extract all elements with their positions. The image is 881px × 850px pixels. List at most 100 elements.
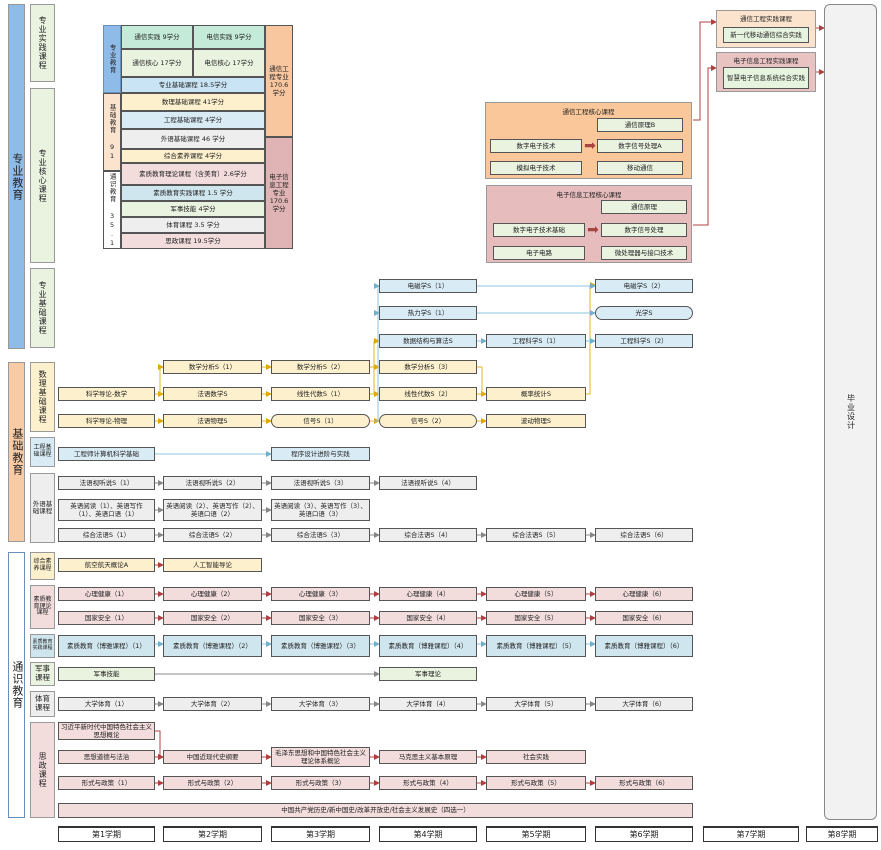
course-zhfy4[interactable]: 综合法语S（4）: [379, 528, 477, 542]
course-yy3[interactable]: 英语阅读（3）、英语写作（3）、英语口语（3）: [271, 499, 370, 521]
course-kxdl-wl[interactable]: 科学导论-物理: [58, 414, 155, 428]
course-fywl[interactable]: 法语物理S: [163, 414, 262, 428]
course-syjy3[interactable]: 素质教育（博雅课程）（3）: [271, 635, 370, 657]
summary-gcjc: 工程基础课程 4学分: [121, 111, 265, 129]
course-dangshi[interactable]: 中国共产党历史/新中国史/改革开放史/社会主义发展史（四选一）: [58, 803, 693, 818]
course-ftst3[interactable]: 法语视听说S（3）: [271, 476, 370, 490]
course-mks[interactable]: 马克思主义基本原理: [379, 750, 477, 764]
summary-zhsy: 综合素养课程 4学分: [121, 149, 265, 163]
course-sxfx2[interactable]: 数学分析S（2）: [271, 360, 370, 374]
course-yy1[interactable]: 英语阅读（1）、英语写作（1）、英语口语（1）: [58, 499, 155, 521]
tx-core-shuzidianzi[interactable]: 数字电子技术: [490, 139, 582, 153]
course-ftst2[interactable]: 法语视听说S（2）: [163, 476, 262, 490]
course-syjy6[interactable]: 素质教育（博雅课程）（6）: [595, 635, 693, 657]
course-syjy2[interactable]: 素质教育（博雅课程）（2）: [163, 635, 262, 657]
course-zhfy1[interactable]: 综合法语S（1）: [58, 528, 155, 542]
biye-sheji[interactable]: 毕业设计: [824, 4, 877, 820]
course-xszc5[interactable]: 形式与政策（5）: [486, 776, 586, 790]
summary-txgc-total: 通信工程专业 170.6学分: [265, 25, 293, 137]
course-zhfy6[interactable]: 综合法语S（6）: [595, 528, 693, 542]
course-hkht[interactable]: 航空航天概论A: [58, 558, 155, 572]
course-gx[interactable]: 光学S: [595, 306, 693, 320]
course-dxty2[interactable]: 大学体育（2）: [163, 697, 262, 711]
credit-summary-block: 专业教育 基础教育 91 通识教育 35.1 通信实践 9学分 电信实践 9学分…: [103, 25, 293, 249]
course-zhfy2[interactable]: 综合法语S（2）: [163, 528, 262, 542]
course-xszc4[interactable]: 形式与政策（4）: [379, 776, 477, 790]
course-dxty4[interactable]: 大学体育（4）: [379, 697, 477, 711]
course-xszc2[interactable]: 形式与政策（2）: [163, 776, 262, 790]
course-mzd[interactable]: 毛泽东思想和中国特色社会主义理论体系概论: [271, 747, 370, 767]
course-xjp[interactable]: 习近平新时代中国特色社会主义思想概论: [58, 722, 155, 740]
dz-core-tongxinyuanli[interactable]: 通信原理: [601, 200, 687, 214]
course-gjaq6[interactable]: 国家安全（6）: [595, 611, 693, 625]
tx-core-tongxinyuanli[interactable]: 通信原理B: [597, 118, 683, 132]
blue-arrows: [155, 283, 596, 647]
course-dxty6[interactable]: 大学体育（6）: [595, 697, 693, 711]
course-syjy4[interactable]: 素质教育（博雅课程）（4）: [379, 635, 477, 657]
semester-7: 第7学期: [703, 826, 799, 842]
course-xh2[interactable]: 信号S（2）: [379, 414, 477, 428]
course-xljk4[interactable]: 心理健康（4）: [379, 587, 477, 601]
course-ftst1[interactable]: 法语视听说S（1）: [58, 476, 155, 490]
tx-core-group: 通信工程核心课程 通信原理B 数字电子技术 ➡ 数字信号处理A 模拟电子技术 移…: [485, 102, 692, 179]
course-sxfx3[interactable]: 数学分析S（3）: [379, 360, 477, 374]
course-zgjds[interactable]: 中国近现代史纲要: [163, 750, 262, 764]
course-ftst4[interactable]: 法语视听说S（4）: [379, 476, 477, 490]
course-gcjs[interactable]: 工程师计算机科学基础: [58, 447, 155, 461]
course-yy2[interactable]: 英语阅读（2）、英语写作（2）、英语口语（2）: [163, 499, 262, 521]
course-cxsj[interactable]: 程序设计进阶与实践: [271, 447, 370, 461]
tx-practice-item[interactable]: 新一代移动通信综合实践: [723, 27, 809, 43]
course-dxty5[interactable]: 大学体育（5）: [486, 697, 586, 711]
dz-core-shuzixinhao[interactable]: 数字信号处理: [601, 223, 687, 237]
course-xszc3[interactable]: 形式与政策（3）: [271, 776, 370, 790]
dz-core-dianzidianlu[interactable]: 电子电路: [493, 246, 585, 260]
course-syjy5[interactable]: 素质教育（博雅课程）（5）: [486, 635, 586, 657]
course-fysx[interactable]: 法语数学S: [163, 387, 262, 401]
course-jsll[interactable]: 军事理论: [379, 667, 477, 681]
course-xljk6[interactable]: 心理健康（6）: [595, 587, 693, 601]
course-dcx1[interactable]: 电磁学S（1）: [379, 279, 477, 293]
course-gjaq2[interactable]: 国家安全（2）: [163, 611, 262, 625]
tx-core-monidianzi[interactable]: 模拟电子技术: [490, 161, 582, 175]
course-gckx1[interactable]: 工程科学S（1）: [486, 334, 586, 348]
course-xljk2[interactable]: 心理健康（2）: [163, 587, 262, 601]
dz-practice-item[interactable]: 智慧电子信息系统综合实践: [723, 67, 809, 89]
course-rlx[interactable]: 热力学S（1）: [379, 306, 477, 320]
tx-core-shuzixinhao[interactable]: 数字信号处理A: [597, 139, 683, 153]
course-gjaq4[interactable]: 国家安全（4）: [379, 611, 477, 625]
jichu-jiaoyu-label: 基础教育: [8, 362, 25, 542]
course-gckx2[interactable]: 工程科学S（2）: [595, 334, 693, 348]
zyjichu-kecheng-label: 专业基础课程: [30, 268, 55, 348]
course-gjaq5[interactable]: 国家安全（5）: [486, 611, 586, 625]
course-sxdd[interactable]: 思想道德与法治: [58, 750, 155, 764]
dz-core-shuzidianzi[interactable]: 数字电子技术基础: [493, 223, 585, 237]
course-sjjg[interactable]: 数据结构与算法S: [379, 334, 477, 348]
course-gjaq3[interactable]: 国家安全（3）: [271, 611, 370, 625]
shuli-kecheng-label: 数理基础课程: [30, 362, 55, 432]
dz-core-weichuliqi[interactable]: 微处理器与接口技术: [601, 246, 687, 260]
course-gjaq1[interactable]: 国家安全（1）: [58, 611, 155, 625]
course-bdwl[interactable]: 波动物理S: [486, 414, 586, 428]
course-shsj[interactable]: 社会实践: [486, 750, 586, 764]
course-xxds1[interactable]: 线性代数S（1）: [271, 387, 370, 401]
course-xljk1[interactable]: 心理健康（1）: [58, 587, 155, 601]
tongshi-jiaoyu-label: 通识教育: [8, 552, 25, 818]
course-xljk5[interactable]: 心理健康（5）: [486, 587, 586, 601]
course-xljk3[interactable]: 心理健康（3）: [271, 587, 370, 601]
course-xh1[interactable]: 信号S（1）: [271, 414, 370, 428]
course-zhfy5[interactable]: 综合法语S（5）: [486, 528, 586, 542]
course-zhfy3[interactable]: 综合法语S（3）: [271, 528, 370, 542]
course-syjy1[interactable]: 素质教育（博雅课程）（1）: [58, 635, 155, 657]
course-xszc1[interactable]: 形式与政策（1）: [58, 776, 155, 790]
course-glts[interactable]: 概率统计S: [486, 387, 586, 401]
course-dxty3[interactable]: 大学体育（3）: [271, 697, 370, 711]
course-xxds2[interactable]: 线性代数S（2）: [379, 387, 477, 401]
course-rgzn[interactable]: 人工智能导论: [163, 558, 262, 572]
course-kxdl-sx[interactable]: 科学导论-数学: [58, 387, 155, 401]
course-dcx2[interactable]: 电磁学S（2）: [595, 279, 693, 293]
course-sxfx1[interactable]: 数学分析S（1）: [163, 360, 262, 374]
course-jsjn[interactable]: 军事技能: [58, 667, 155, 681]
course-dxty1[interactable]: 大学体育（1）: [58, 697, 155, 711]
tx-core-yidongtongxin[interactable]: 移动通信: [597, 161, 683, 175]
course-xszc6[interactable]: 形式与政策（6）: [595, 776, 693, 790]
